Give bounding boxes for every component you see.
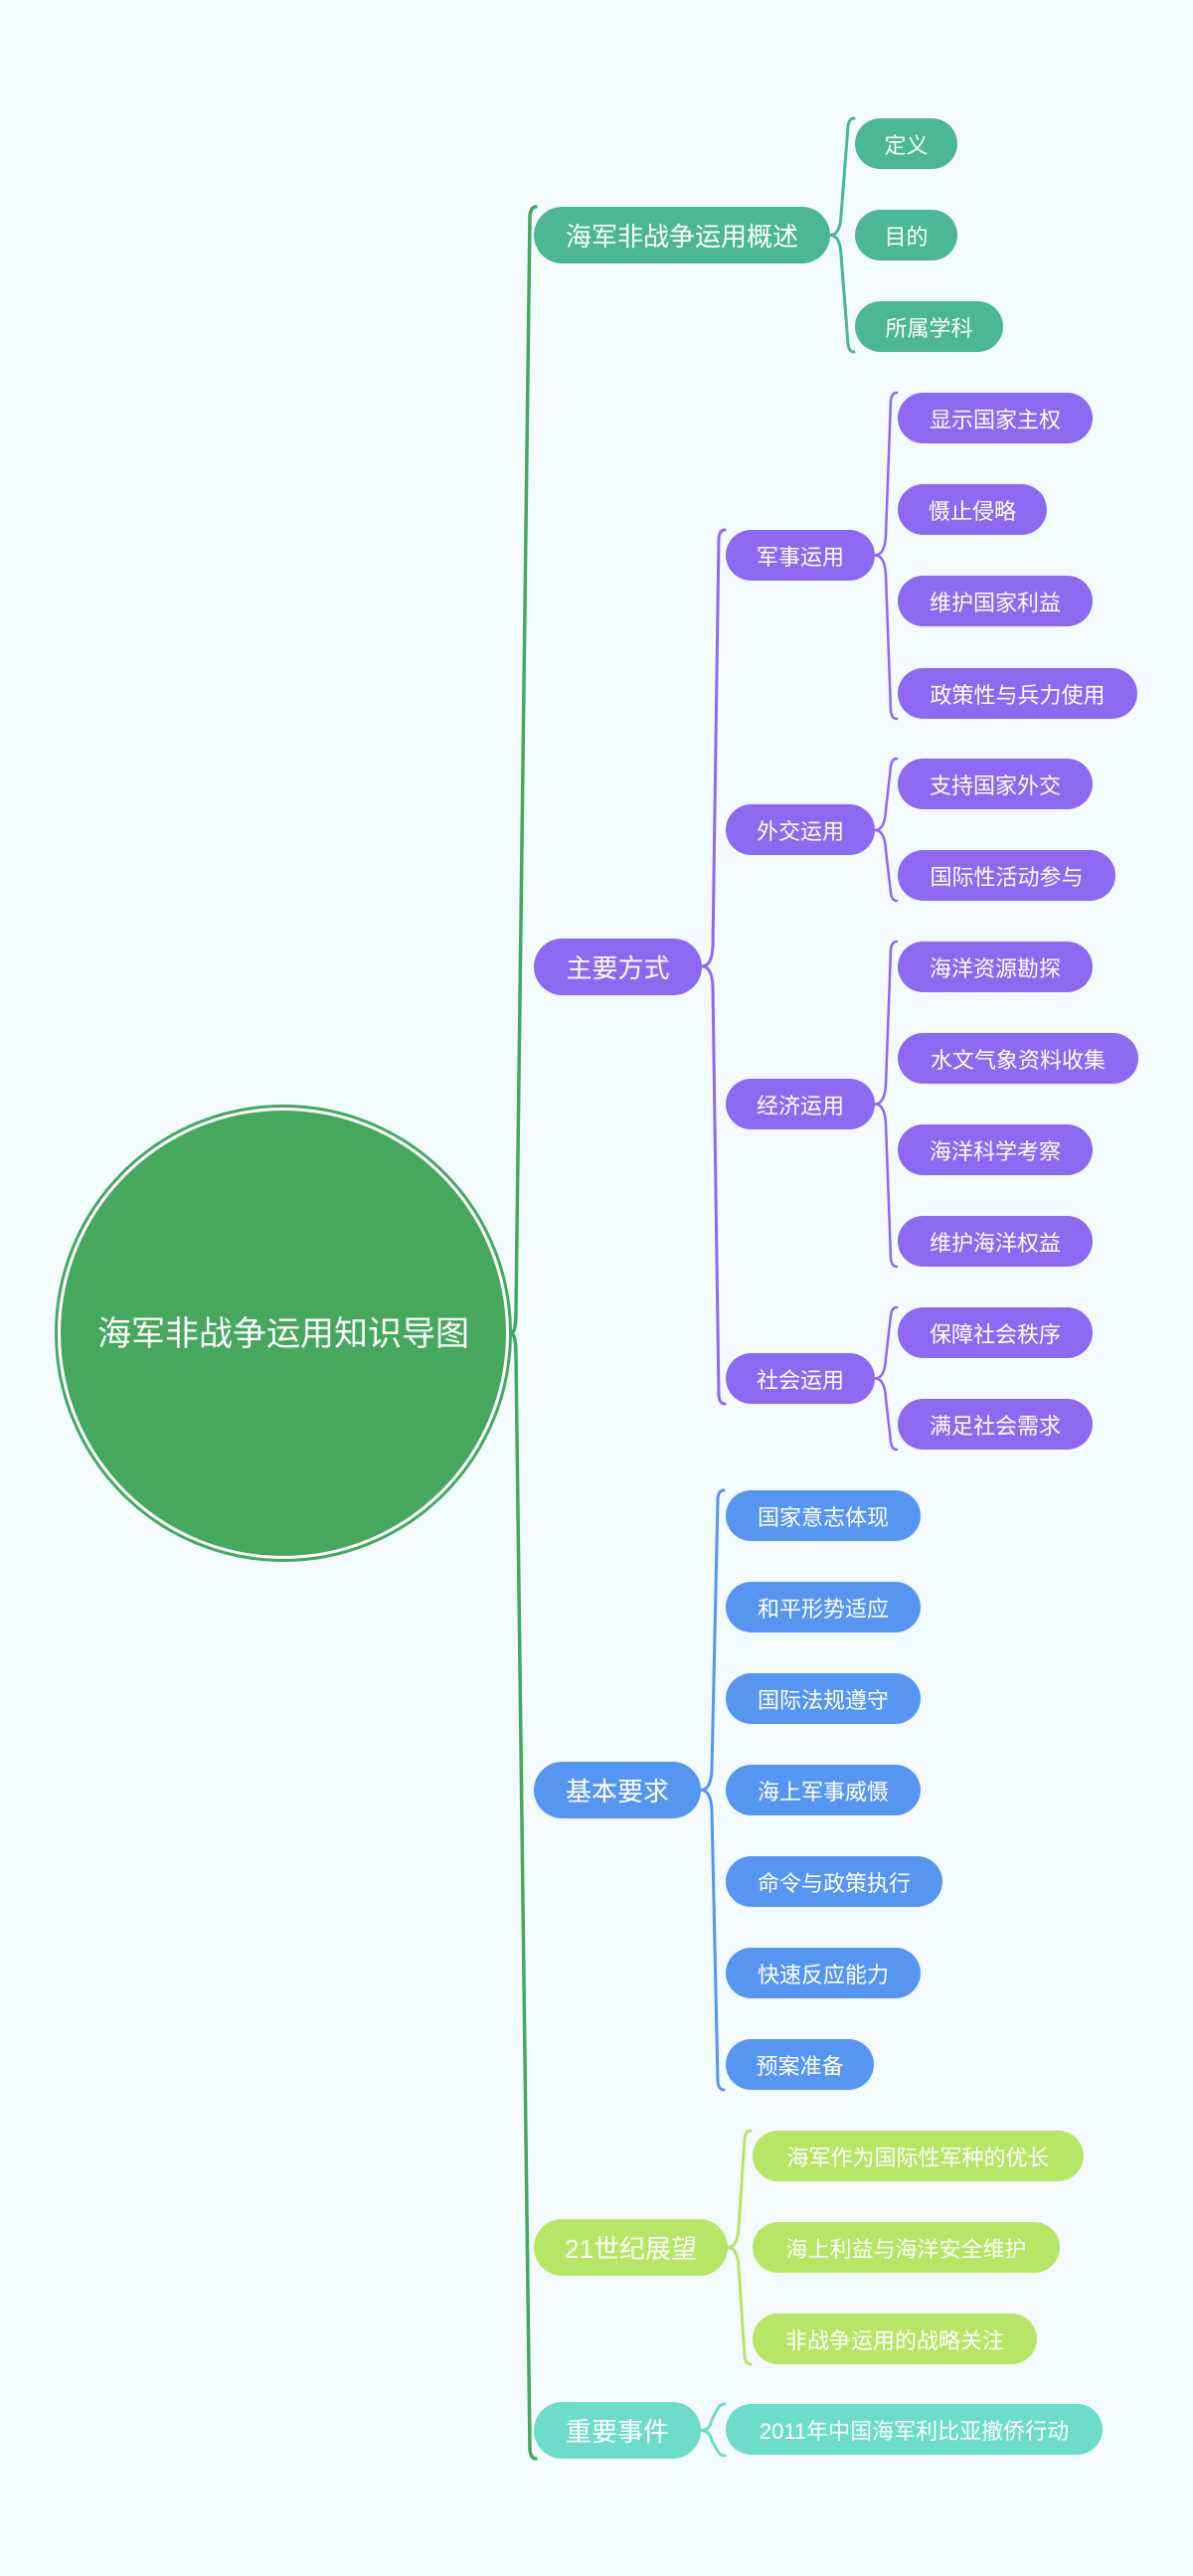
topic-21st-century-outlook[interactable]: 21世纪展望: [534, 2219, 728, 2276]
leaf-social-needs[interactable]: 满足社会需求: [898, 1399, 1093, 1450]
topic-main-methods[interactable]: 主要方式: [534, 939, 702, 995]
brace-21st-century: [726, 2129, 753, 2366]
leaf-hydro-meteo-data[interactable]: 水文气象资料收集: [898, 1033, 1138, 1084]
outlook-maritime-security[interactable]: 海上利益与海洋安全维护: [753, 2222, 1060, 2273]
subtopic-social-use[interactable]: 社会运用: [726, 1353, 875, 1404]
leaf-international-activities[interactable]: 国际性活动参与: [898, 850, 1115, 901]
leaf-social-order[interactable]: 保障社会秩序: [898, 1307, 1093, 1358]
req-international-law[interactable]: 国际法规遵守: [726, 1673, 921, 1724]
subtopic-military-use[interactable]: 军事运用: [726, 530, 875, 581]
outlook-navy-advantage[interactable]: 海军作为国际性军种的优长: [753, 2131, 1084, 2181]
root-node-label: 海军非战争运用知识导图: [97, 1314, 469, 1353]
subtopic-definition[interactable]: 定义: [855, 118, 957, 169]
leaf-policy-force-use[interactable]: 政策性与兵力使用: [898, 668, 1137, 719]
topic-key-events[interactable]: 重要事件: [534, 2402, 701, 2459]
event-libya-evacuation-2011[interactable]: 2011年中国海军利比亚撤侨行动: [726, 2404, 1103, 2455]
topic-basic-requirements[interactable]: 基本要求: [534, 1762, 701, 1818]
req-maritime-deterrence[interactable]: 海上军事威慑: [726, 1765, 921, 1815]
outlook-strategic-focus[interactable]: 非战争运用的战略关注: [753, 2314, 1037, 2364]
root-trunk: [509, 205, 538, 2461]
leaf-resource-exploration[interactable]: 海洋资源勘探: [898, 942, 1093, 992]
leaf-maritime-rights[interactable]: 维护海洋权益: [898, 1216, 1093, 1267]
subtopic-economic-use[interactable]: 经济运用: [726, 1079, 875, 1129]
subtopic-diplomatic-use[interactable]: 外交运用: [726, 804, 875, 855]
root-node[interactable]: 海军非战争运用知识导图: [55, 1105, 512, 1562]
brace-key-events: [699, 2402, 727, 2458]
req-rapid-response[interactable]: 快速反应能力: [726, 1948, 921, 1998]
leaf-support-diplomacy[interactable]: 支持国家外交: [898, 759, 1093, 809]
leaf-show-sovereignty[interactable]: 显示国家主权: [898, 393, 1093, 443]
subtopic-discipline[interactable]: 所属学科: [855, 301, 1003, 352]
req-contingency-plans[interactable]: 预案准备: [726, 2039, 874, 2090]
req-order-execution[interactable]: 命令与政策执行: [726, 1856, 942, 1907]
leaf-deter-aggression[interactable]: 慑止侵略: [898, 484, 1047, 535]
brace-main-methods: [700, 391, 899, 1452]
brace-overview: [828, 116, 856, 354]
leaf-protect-interests[interactable]: 维护国家利益: [898, 576, 1093, 626]
brace-basic-requirements: [699, 1488, 726, 2092]
subtopic-purpose[interactable]: 目的: [855, 210, 957, 260]
leaf-scientific-survey[interactable]: 海洋科学考察: [898, 1124, 1093, 1175]
req-peace-adaptation[interactable]: 和平形势适应: [726, 1582, 921, 1632]
root-node-fill: 海军非战争运用知识导图: [61, 1111, 506, 1556]
req-national-will[interactable]: 国家意志体现: [726, 1490, 921, 1541]
topic-overview[interactable]: 海军非战争运用概述: [534, 207, 830, 263]
